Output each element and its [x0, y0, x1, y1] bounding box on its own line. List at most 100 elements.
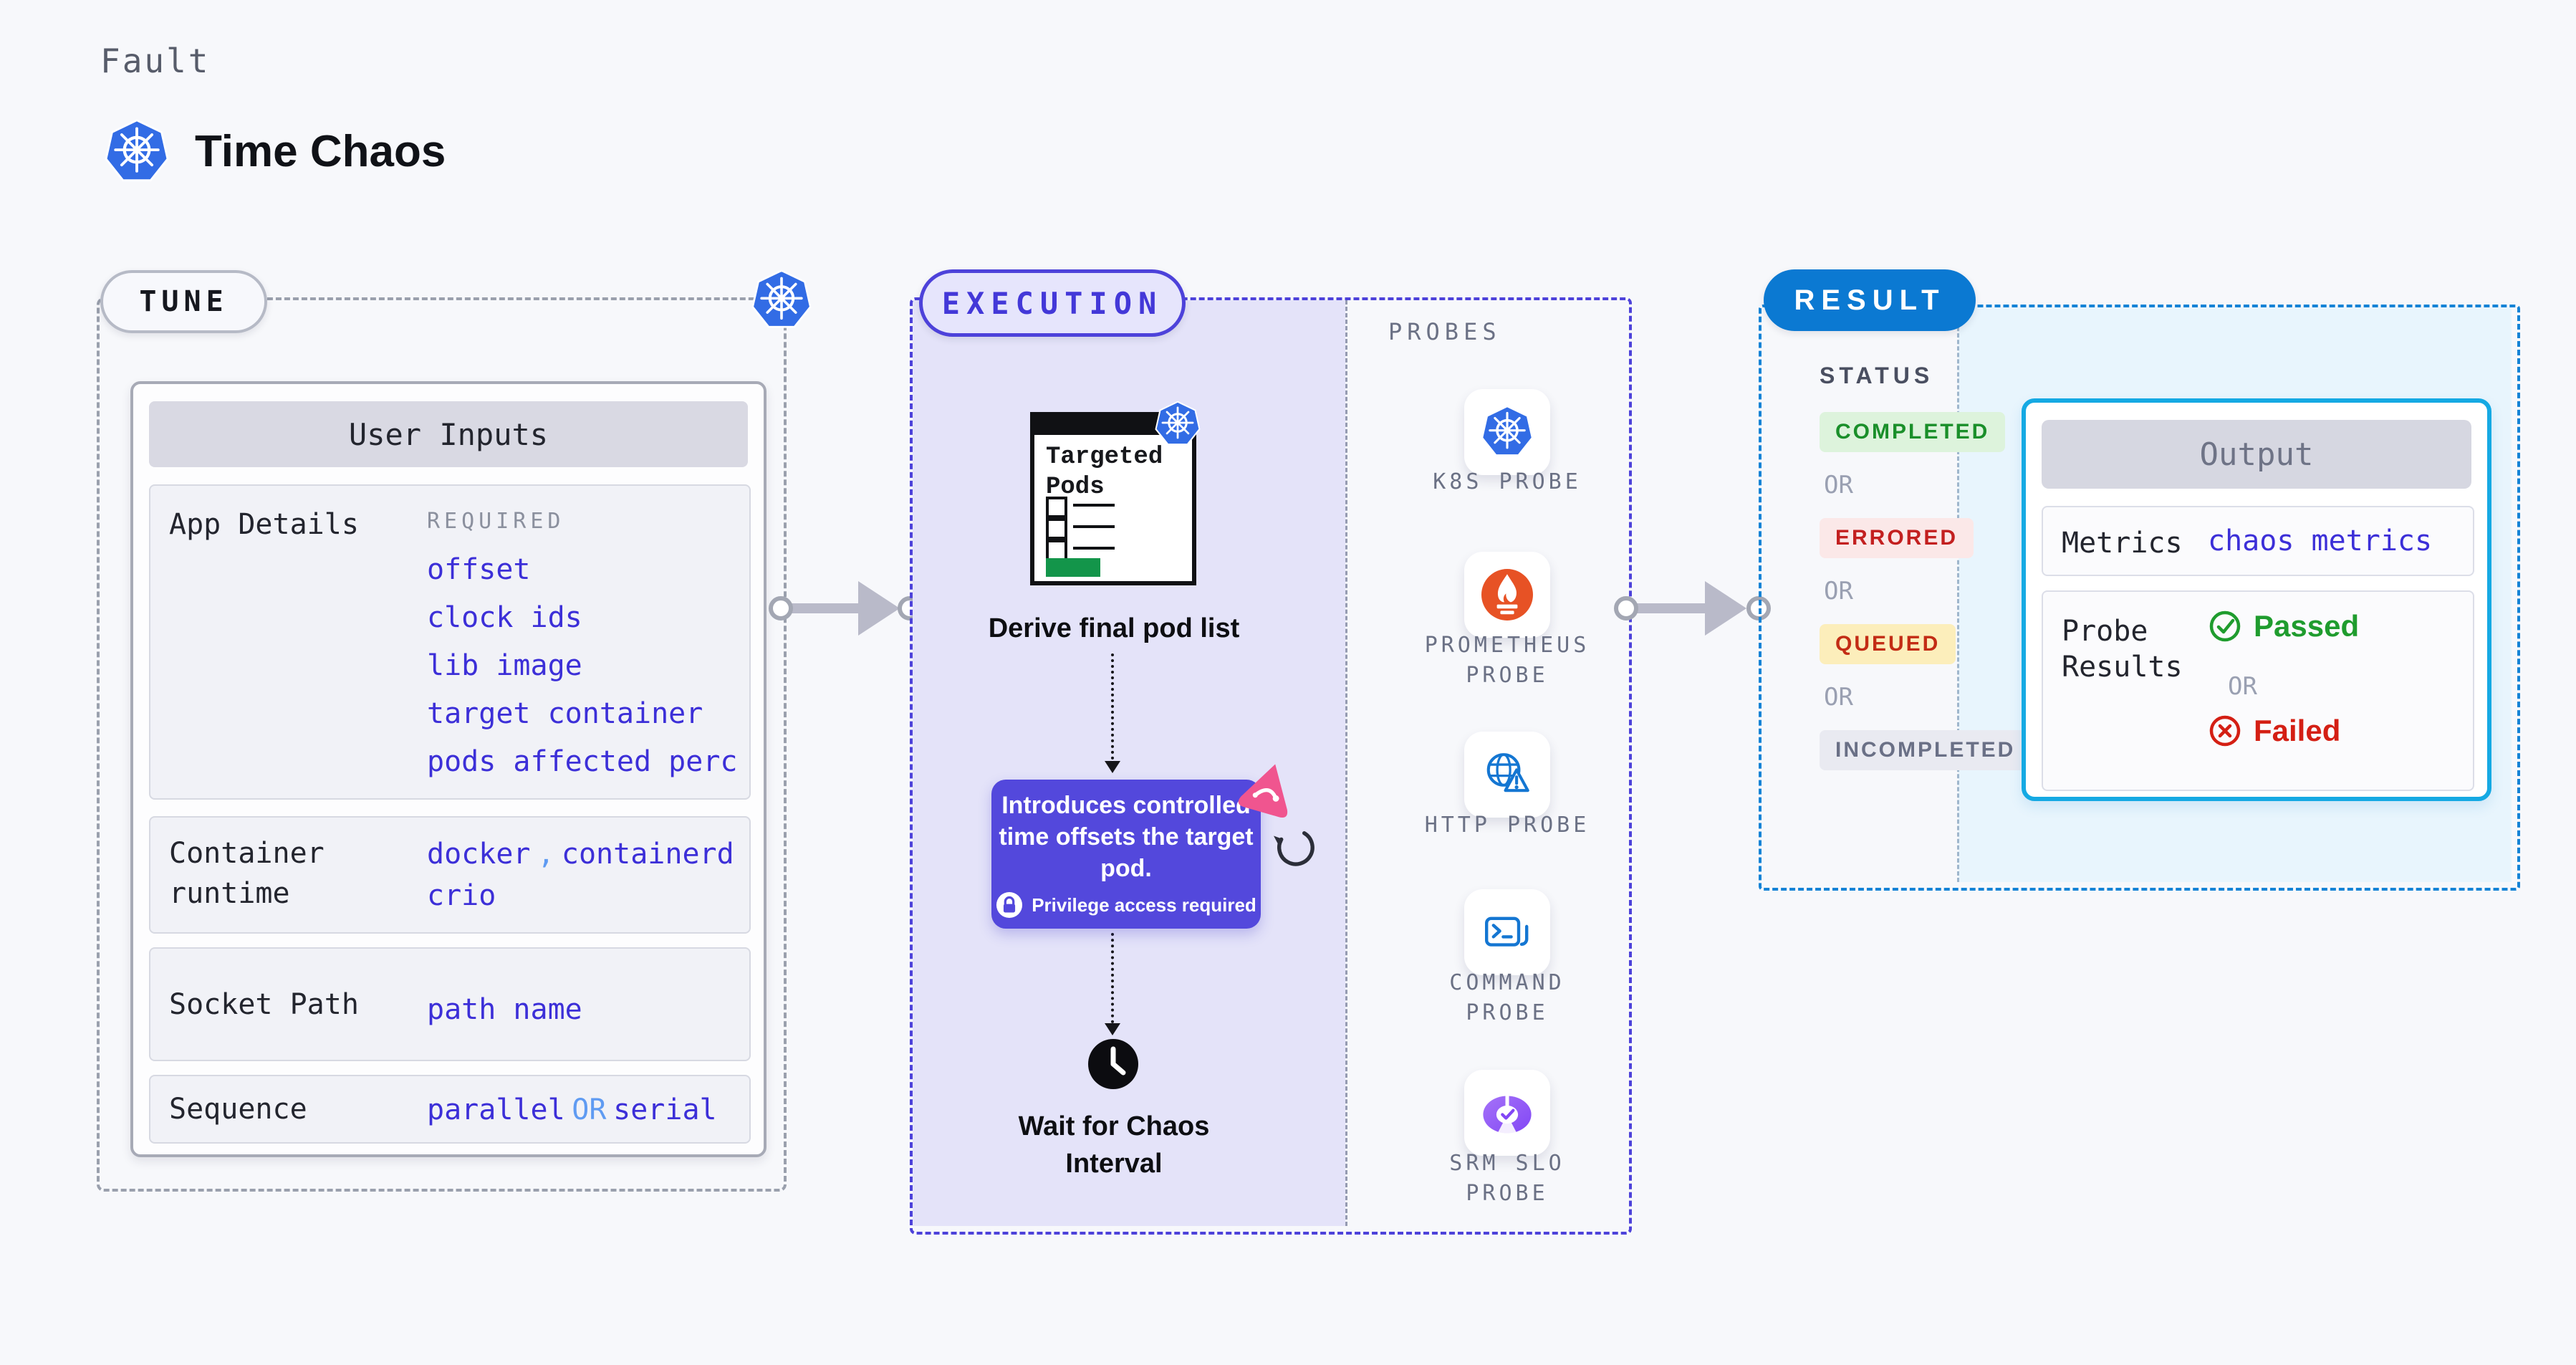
output-panel: Output Metrics chaos metrics Probe Resul…: [2022, 398, 2491, 801]
sequence-value: serial: [613, 1093, 717, 1126]
pod-list-line: [1073, 525, 1115, 528]
user-inputs-title: User Inputs: [149, 401, 748, 467]
clock-icon: [1088, 1039, 1138, 1089]
tooltip-text: Introduces controlled time offsets the t…: [999, 792, 1254, 882]
prometheus-probe-card: [1464, 552, 1550, 638]
wait-chaos-line1: Wait for Chaos: [1018, 1111, 1210, 1141]
check-circle-icon: [2209, 610, 2241, 642]
kubernetes-icon: [1479, 404, 1535, 460]
or-label: OR: [1824, 683, 1853, 712]
socket-path-row: Socket Path path name: [149, 947, 751, 1061]
pod-checkbox: [1046, 497, 1067, 518]
arrow-down-icon: [1105, 1023, 1120, 1035]
connector-dot: [769, 596, 793, 621]
passed-label: Passed: [2254, 609, 2360, 643]
http-probe-card: [1464, 732, 1550, 818]
sequence-or: OR: [572, 1093, 607, 1126]
refresh-icon: [1274, 830, 1315, 866]
sequence-label: Sequence: [169, 1093, 307, 1126]
execution-section-pill: EXECUTION: [919, 269, 1186, 337]
container-runtime-label: Container runtime: [169, 837, 325, 910]
result-status-divider: [1957, 307, 1959, 882]
runtime-value: docker: [427, 838, 531, 871]
arrow-head-icon: [1705, 581, 1746, 636]
probe-label: SRM SLO PROBE: [1449, 1151, 1565, 1206]
fault-kicker: Fault: [100, 42, 211, 80]
execution-section-box: [910, 297, 1632, 1235]
result-section-pill: RESULT: [1764, 269, 1976, 331]
failed-item: Failed: [2208, 714, 2340, 748]
status-badge-completed: COMPLETED: [1820, 412, 2006, 452]
socket-path-value: path name: [427, 993, 582, 1026]
flow-dotted-line: [1111, 933, 1114, 1023]
srm-slo-probe-card: [1464, 1070, 1550, 1156]
page-title: Time Chaos: [195, 127, 446, 176]
pod-list-line: [1073, 547, 1115, 550]
tooltip-note-text: Privilege access required: [1032, 894, 1256, 916]
probe-label: PROMETHEUS PROBE: [1424, 633, 1590, 688]
slo-pie-check-icon: [1483, 1094, 1532, 1134]
terminal-icon: [1485, 916, 1529, 947]
or-label: OR: [1824, 577, 1853, 605]
runtime-value: containerd: [561, 838, 734, 871]
output-title: Output: [2042, 420, 2471, 489]
execution-probes-divider: [1345, 300, 1347, 1226]
or-label: OR: [2228, 672, 2257, 701]
container-runtime-values: docker , containerd: [427, 830, 734, 878]
flow-dotted-line: [1111, 653, 1114, 760]
app-details-row: App Details REQUIRED offset clock ids li…: [149, 484, 751, 800]
probe-results-label: Probe Results: [2062, 615, 2183, 684]
status-badge-errored: ERRORED: [1820, 518, 1974, 558]
or-label: OR: [1824, 471, 1853, 499]
result-section-box: [1759, 305, 2520, 891]
arrow-head-icon: [858, 581, 900, 636]
targeted-pods-title: Targeted Pods: [1046, 444, 1163, 501]
arrow-down-icon: [1105, 761, 1120, 773]
metrics-value: chaos metrics: [2208, 525, 2433, 557]
derive-pod-list-label: Derive final pod list: [988, 613, 1240, 643]
fault-tooltip-card: Introduces controlled time offsets the t…: [991, 780, 1261, 929]
k8s-probe-card: [1464, 389, 1550, 475]
required-tag: REQUIRED: [427, 509, 565, 534]
probe-results-row: Probe Results Passed OR Failed: [2042, 590, 2474, 791]
metrics-label: Metrics: [2062, 527, 2183, 560]
probe-label: K8S PROBE: [1433, 469, 1582, 494]
runtime-value: crio: [427, 879, 496, 912]
app-details-value: lib image: [427, 649, 582, 682]
status-badge-queued: QUEUED: [1820, 624, 1956, 664]
tooltip-note: Privilege access required: [991, 891, 1261, 919]
tune-section-box: [97, 297, 787, 1192]
command-probe-card: [1464, 889, 1550, 975]
runtime-separator: ,: [537, 838, 555, 871]
kubernetes-icon: [749, 268, 814, 332]
kubernetes-icon: [102, 118, 171, 186]
probe-label: COMMAND PROBE: [1449, 970, 1565, 1025]
socket-path-label: Socket Path: [169, 988, 359, 1021]
pod-green-button: [1046, 558, 1100, 577]
connector-dot: [1614, 596, 1638, 621]
x-circle-icon: [2209, 715, 2241, 747]
status-badge-incompleted: INCOMPLETED: [1820, 730, 2032, 770]
sequence-value: parallel: [427, 1093, 565, 1126]
wait-chaos-line2: Interval: [1065, 1149, 1163, 1179]
pod-list-line: [1073, 504, 1115, 507]
wait-chaos-label: Wait for Chaos Interval: [971, 1108, 1257, 1182]
http-globe-warning-icon: [1486, 753, 1529, 792]
execution-to-result-arrow: [1630, 603, 1714, 613]
lock-icon: [996, 891, 1023, 919]
pod-checkbox: [1046, 518, 1067, 540]
kubernetes-icon: [1153, 400, 1202, 449]
sequence-row: Sequence parallel OR serial: [149, 1075, 751, 1144]
passed-item: Passed: [2208, 609, 2359, 643]
status-column: STATUS COMPLETED OR ERRORED OR QUEUED OR…: [1820, 363, 2032, 770]
tune-to-execution-arrow: [784, 603, 869, 613]
user-inputs-panel: User Inputs App Details REQUIRED offset …: [130, 381, 766, 1157]
container-runtime-row: Container runtime docker , containerd cr…: [149, 816, 751, 934]
sequence-values: parallel OR serial: [427, 1086, 717, 1134]
tune-section-pill: TUNE: [100, 270, 267, 333]
app-details-value: offset: [427, 553, 531, 586]
failed-label: Failed: [2254, 714, 2341, 747]
status-title: STATUS: [1820, 363, 1934, 388]
app-details-value: pods affected perc: [427, 745, 738, 778]
